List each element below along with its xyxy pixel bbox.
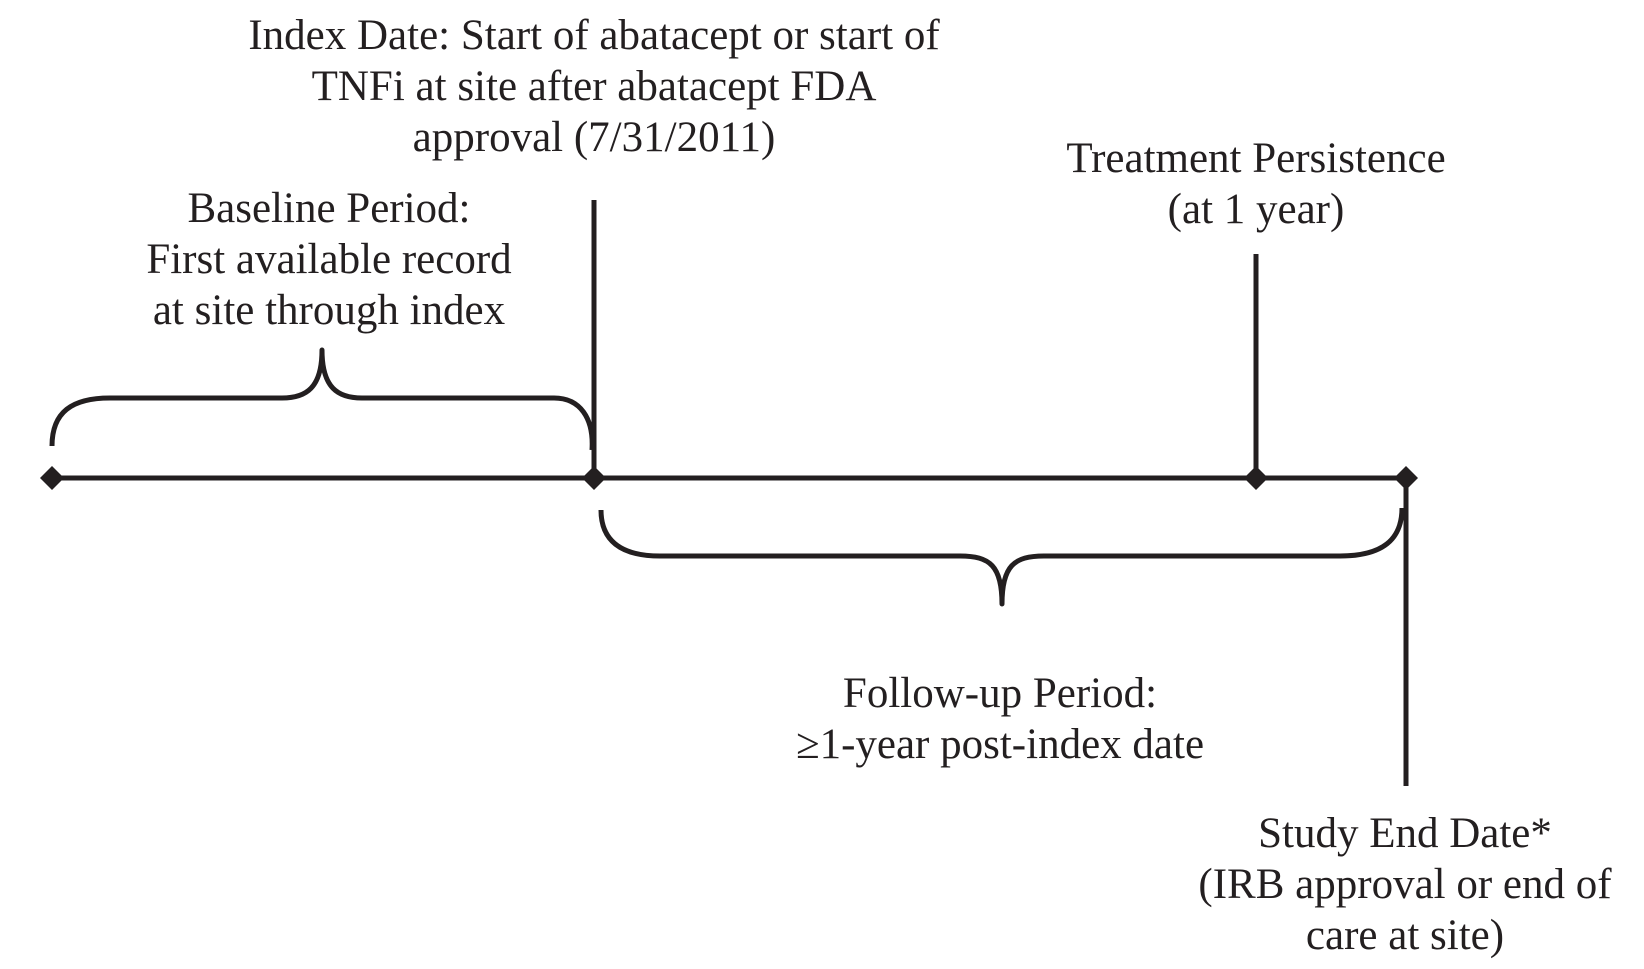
baseline-period-label-line-2: First available record [146,236,512,283]
baseline-period-label-line-3: at site through index [152,287,506,334]
timeline-start-diamond [40,466,64,490]
follow-up-period-brace [598,507,1405,607]
index-date-label: Index Date: Start of abatacept or start … [248,10,939,163]
study-end-diamond [1394,466,1418,490]
follow-up-period-label-line-1: Follow-up Period: [842,670,1158,717]
baseline-period-brace [49,347,595,451]
follow-up-period-label-line-2: ≥1-year post-index date [795,721,1205,768]
study-end-date-label: Study End Date* (IRB approval or end of … [1198,808,1611,961]
index-date-label-line-3: approval (7/31/2011) [412,114,776,161]
baseline-period-label: Baseline Period: First available record … [146,183,511,336]
follow-up-period-label: Follow-up Period: ≥1-year post-index dat… [796,668,1204,770]
treatment-persistence-label: Treatment Persistence (at 1 year) [1066,133,1445,235]
baseline-period-label-line-1: Baseline Period: [187,185,471,232]
index-date-label-line-1: Index Date: Start of abatacept or start … [248,12,940,59]
study-end-date-label-line-3: care at site) [1305,912,1505,959]
treatment-persistence-label-line-2: (at 1 year) [1167,186,1345,233]
study-end-date-label-line-2: (IRB approval or end of [1198,861,1612,908]
index-date-diamond [582,466,606,490]
study-end-date-label-line-1: Study End Date* [1258,810,1552,857]
treatment-persistence-label-line-1: Treatment Persistence [1066,135,1446,182]
index-date-label-line-2: TNFi at site after abatacept FDA [311,63,877,110]
treatment-persistence-diamond [1244,466,1268,490]
